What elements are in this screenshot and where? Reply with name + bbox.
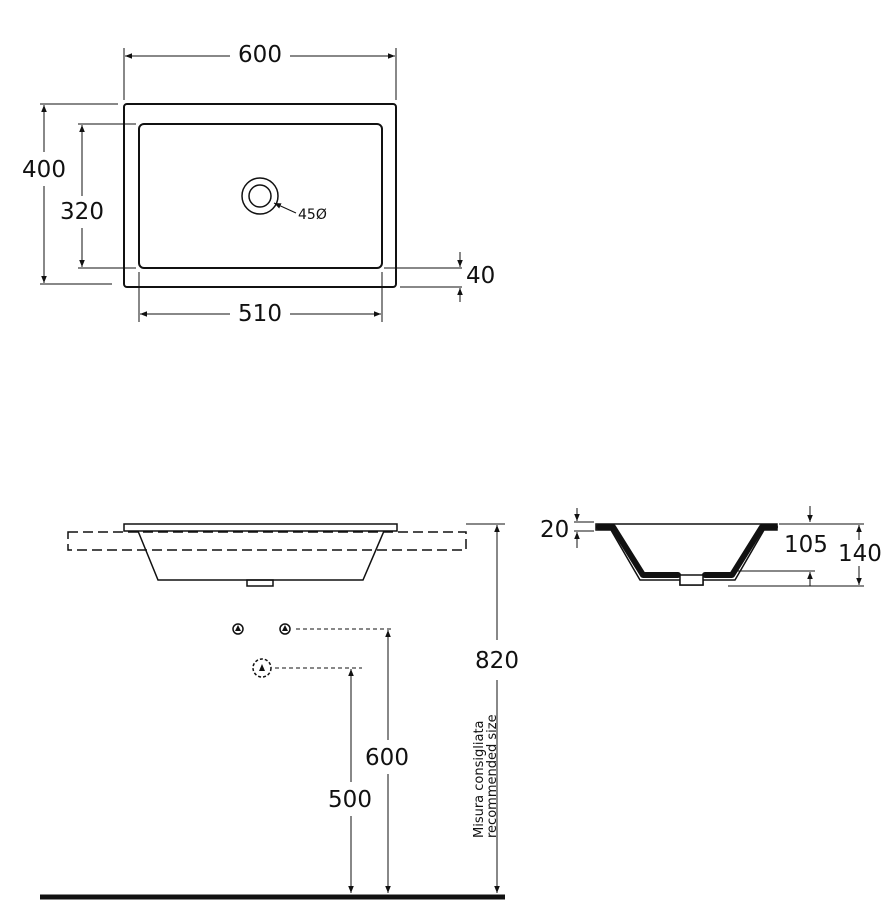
water-supply-left	[232, 623, 244, 635]
drain-stub	[246, 579, 274, 587]
basin-body	[137, 530, 385, 581]
top-view: 45Ø 600 400 320 40 510	[22, 42, 495, 327]
dim-820-label: 820	[475, 648, 519, 674]
basin-inner-outline	[138, 123, 383, 269]
dim-320-label: 320	[60, 199, 104, 225]
basin-outer-outline	[123, 103, 397, 288]
dim-40-label: 40	[466, 263, 495, 289]
side-section-view: 20 105 140	[540, 506, 882, 587]
note-line-1: Misura consigliata	[472, 720, 487, 838]
dim-600h-label: 600	[365, 745, 409, 771]
drain-diameter-label: 45Ø	[298, 207, 327, 223]
dim-400-label: 400	[22, 157, 66, 183]
dim-500-label: 500	[328, 787, 372, 813]
drain-outlet	[252, 658, 272, 678]
basin-wall-left	[596, 524, 681, 578]
basin-wall-right	[702, 524, 778, 578]
water-supply-right	[279, 623, 291, 635]
section-drain	[679, 574, 704, 586]
basin-rim	[123, 523, 398, 532]
dim-105-label: 105	[784, 532, 828, 558]
drain-leader	[273, 202, 297, 214]
drain-inner-circle	[248, 184, 272, 208]
dim-510-label: 510	[238, 301, 282, 327]
dim-20-label: 20	[540, 517, 569, 543]
dim-600-label: 600	[238, 42, 282, 68]
drain-outer-circle	[241, 177, 279, 215]
dim-140-label: 140	[838, 541, 882, 567]
note-line-2: recommended size	[485, 714, 500, 838]
front-view: 820 600 500 Misura consigliata recommend…	[40, 523, 519, 900]
countertop-dashed	[67, 531, 467, 551]
